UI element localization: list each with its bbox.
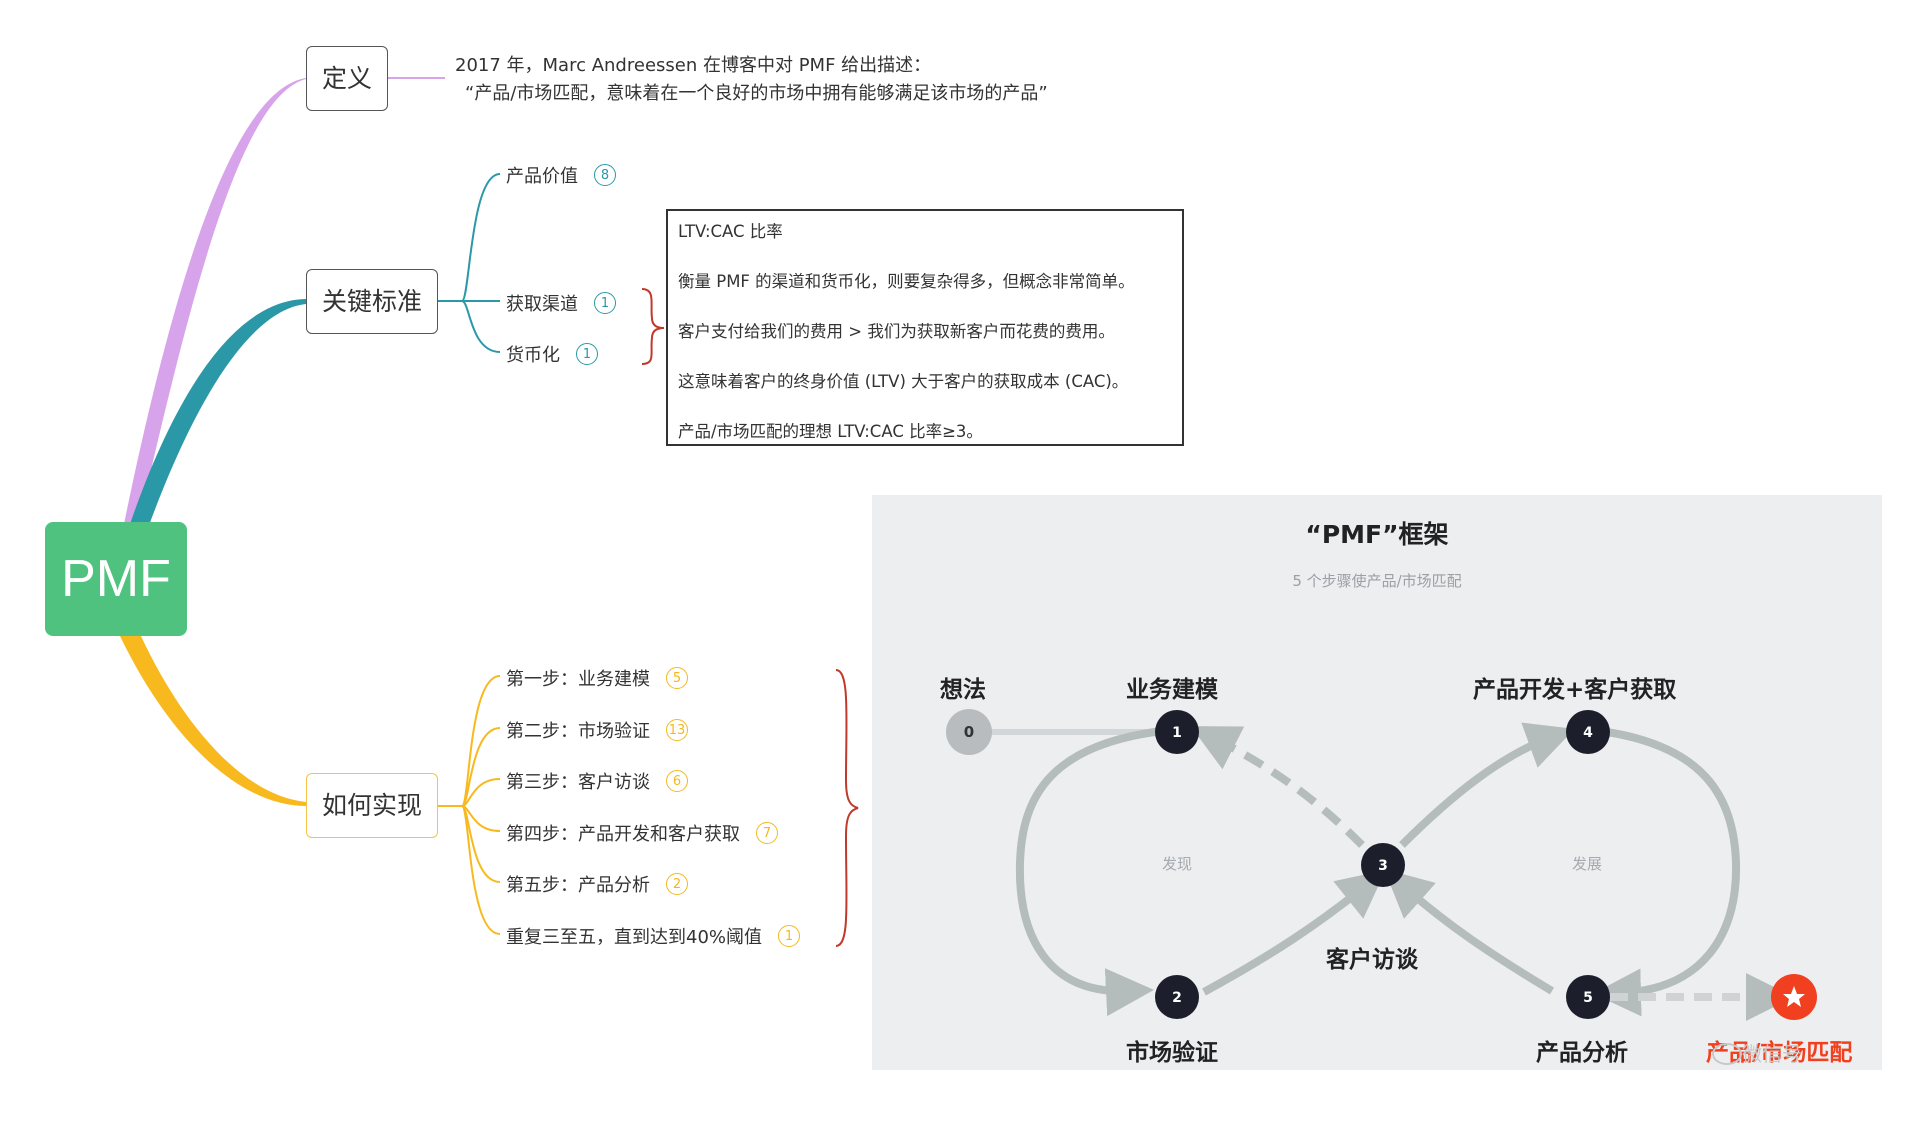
subtopic-label: 货币化 — [506, 345, 560, 366]
count-badge[interactable]: 2 — [666, 873, 688, 895]
key-criteria-fork — [438, 173, 501, 353]
framework-title: “PMF”框架 — [1305, 520, 1449, 549]
loop-label-develop: 发展 — [1572, 855, 1603, 873]
subtopic-label: 重复三至五，直到达到40%阈值 — [506, 927, 763, 948]
node-idea[interactable] — [946, 709, 992, 755]
note-line: 客户支付给我们的费用 > 我们为获取新客户而花费的费用。 — [678, 322, 1115, 341]
topic-definition[interactable]: 定义 — [306, 46, 388, 111]
node-3[interactable] — [1361, 843, 1405, 887]
note-line: LTV:CAC 比率 — [678, 222, 783, 241]
subtopic-label: 第五步：产品分析 — [506, 875, 650, 896]
count-badge[interactable]: 5 — [666, 667, 688, 689]
subtopic-label: 获取渠道 — [506, 294, 578, 315]
subtopic-step-2[interactable]: 第二步：市场验证 13 — [506, 717, 688, 743]
label-customer-interview: 客户访谈 — [1326, 947, 1418, 973]
node-2-number: 2 — [1172, 990, 1182, 1006]
count-badge[interactable]: 6 — [666, 770, 688, 792]
node-4[interactable] — [1566, 710, 1610, 754]
framework-diagram: 0 1 2 3 4 5 — [946, 709, 1817, 1021]
branch-key-criteria — [130, 299, 306, 528]
node-3-number: 3 — [1378, 858, 1388, 874]
edge-5-to-3 — [1384, 869, 1555, 995]
pmf-framework-image: 0 1 2 3 4 5 “PMF”框架 5 个步骤使产品/市场匹配 想法 业务建… — [872, 495, 1882, 1070]
edge-3-to-4 — [1399, 722, 1575, 848]
branch-definition — [124, 78, 306, 526]
label-product-analysis: 产品分析 — [1536, 1040, 1628, 1066]
count-badge[interactable]: 8 — [594, 164, 616, 186]
wechat-icon — [1712, 1043, 1742, 1065]
subtopic-label: 第三步：客户访谈 — [506, 772, 650, 793]
count-badge[interactable]: 13 — [666, 719, 688, 741]
subtopic-label: 第四步：产品开发和客户获取 — [506, 824, 740, 845]
framework-subtitle: 5 个步骤使产品/市场匹配 — [1292, 572, 1462, 590]
topic-key-criteria[interactable]: 关键标准 — [306, 269, 438, 334]
label-product-dev-acquisition: 产品开发+客户获取 — [1473, 677, 1677, 703]
brace-key-criteria — [641, 288, 665, 365]
subtopic-product-value[interactable]: 产品价值 8 — [506, 162, 616, 188]
node-1[interactable] — [1155, 710, 1199, 754]
edge-2-to-3 — [1202, 870, 1386, 996]
subtopic-acquisition-channel[interactable]: 获取渠道 1 — [506, 290, 616, 316]
node-5-number: 5 — [1583, 990, 1593, 1006]
definition-line-2: “产品/市场匹配，意味着在一个良好的市场中拥有能够满足该市场的产品” — [465, 83, 1048, 104]
note-line: 这意味着客户的终身价值 (LTV) 大于客户的获取成本 (CAC)。 — [678, 372, 1129, 391]
edge-1-to-2 — [1015, 727, 1163, 1017]
ltv-cac-note[interactable]: LTV:CAC 比率 衡量 PMF 的渠道和货币化，则要复杂得多，但概念非常简单… — [666, 209, 1184, 446]
how-fork — [438, 675, 501, 935]
count-badge[interactable]: 1 — [778, 925, 801, 947]
brace-how — [835, 669, 859, 947]
branch-how — [120, 634, 306, 806]
label-idea: 想法 — [940, 677, 986, 703]
node-1-number: 1 — [1172, 725, 1182, 741]
label-business-modeling: 业务建模 — [1126, 677, 1218, 703]
label-market-validation: 市场验证 — [1126, 1040, 1218, 1066]
loop-label-discover: 发现 — [1162, 855, 1193, 873]
node-4-number: 4 — [1583, 725, 1593, 741]
subtopic-step-5[interactable]: 第五步：产品分析 2 — [506, 871, 688, 897]
note-line: 衡量 PMF 的渠道和货币化，则要复杂得多，但概念非常简单。 — [678, 272, 1135, 291]
count-badge[interactable]: 1 — [594, 292, 616, 314]
subtopic-monetization[interactable]: 货币化 1 — [506, 341, 598, 367]
subtopic-step-4[interactable]: 第四步：产品开发和客户获取 7 — [506, 820, 778, 846]
subtopic-repeat[interactable]: 重复三至五，直到达到40%阈值 1 — [506, 923, 801, 949]
node-5[interactable] — [1566, 975, 1610, 1019]
star-icon — [1783, 986, 1805, 1007]
definition-description: 2017 年，Marc Andreessen 在博客中对 PMF 给出描述： “… — [455, 52, 1048, 108]
edge-4-to-5 — [1593, 727, 1741, 1017]
node-idea-number: 0 — [964, 723, 974, 741]
subtopic-step-3[interactable]: 第三步：客户访谈 6 — [506, 768, 688, 794]
count-badge[interactable]: 7 — [756, 822, 778, 844]
definition-line-1: 2017 年，Marc Andreessen 在博客中对 PMF 给出描述： — [455, 55, 932, 76]
count-badge[interactable]: 1 — [576, 343, 598, 365]
topic-how-to-achieve[interactable]: 如何实现 — [306, 773, 438, 838]
subtopic-label: 第二步：市场验证 — [506, 721, 650, 742]
root-node-pmf[interactable]: PMF — [45, 522, 187, 636]
subtopic-step-1[interactable]: 第一步：业务建模 5 — [506, 665, 688, 691]
note-line: 产品/市场匹配的理想 LTV:CAC 比率≥3。 — [678, 422, 983, 441]
node-2[interactable] — [1155, 975, 1199, 1019]
watermark-text: 微信号 — [1742, 1042, 1802, 1066]
subtopic-label: 第一步：业务建模 — [506, 669, 650, 690]
subtopic-label: 产品价值 — [506, 166, 578, 187]
edge-3-to-1 — [1190, 726, 1365, 848]
